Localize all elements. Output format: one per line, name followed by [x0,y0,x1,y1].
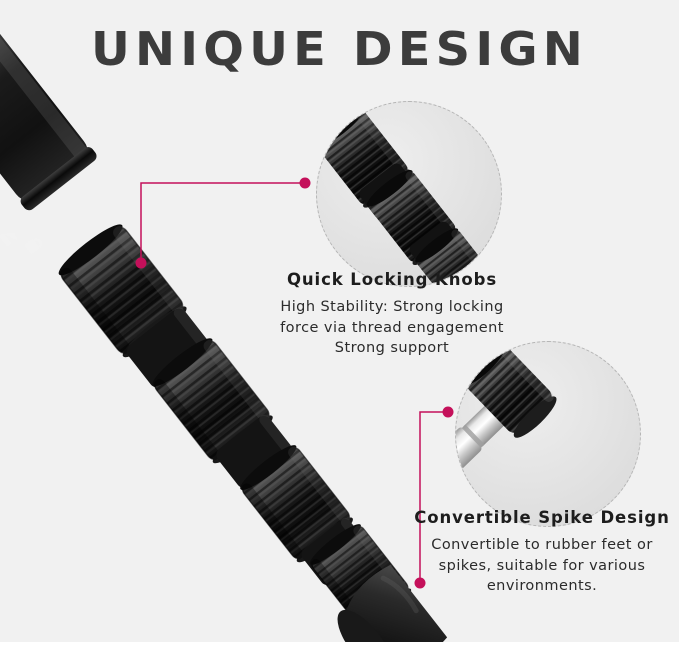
callout-quick-locking-knobs: Quick Locking Knobs High Stability: Stro… [258,270,526,359]
inset-quick-locking-knobs [316,101,502,287]
inset-convertible-spike [455,341,641,527]
callout-title: Quick Locking Knobs [286,270,498,289]
callout-convertible-spike-design: Convertible Spike Design Convertible to … [408,508,676,597]
page-title: UNIQUE DESIGN [90,22,589,76]
bottom-white-band [0,642,679,666]
callout-body: Convertible to rubber feet or spikes, su… [408,535,676,597]
callout-body-line: force via thread engagement [280,319,504,336]
callout-body-line: spikes, suitable for various [438,557,646,574]
callout-body: High Stability: Strong locking force via… [258,297,526,359]
callout-body-line: High Stability: Strong locking [280,299,504,315]
callout-title: Convertible Spike Design [414,508,670,527]
callout-body-line: environments. [486,578,598,595]
callout-body-line: Strong support [334,340,450,357]
callout-body-line: Convertible to rubber feet or [431,537,653,553]
lock-arrow-icon [0,232,43,254]
